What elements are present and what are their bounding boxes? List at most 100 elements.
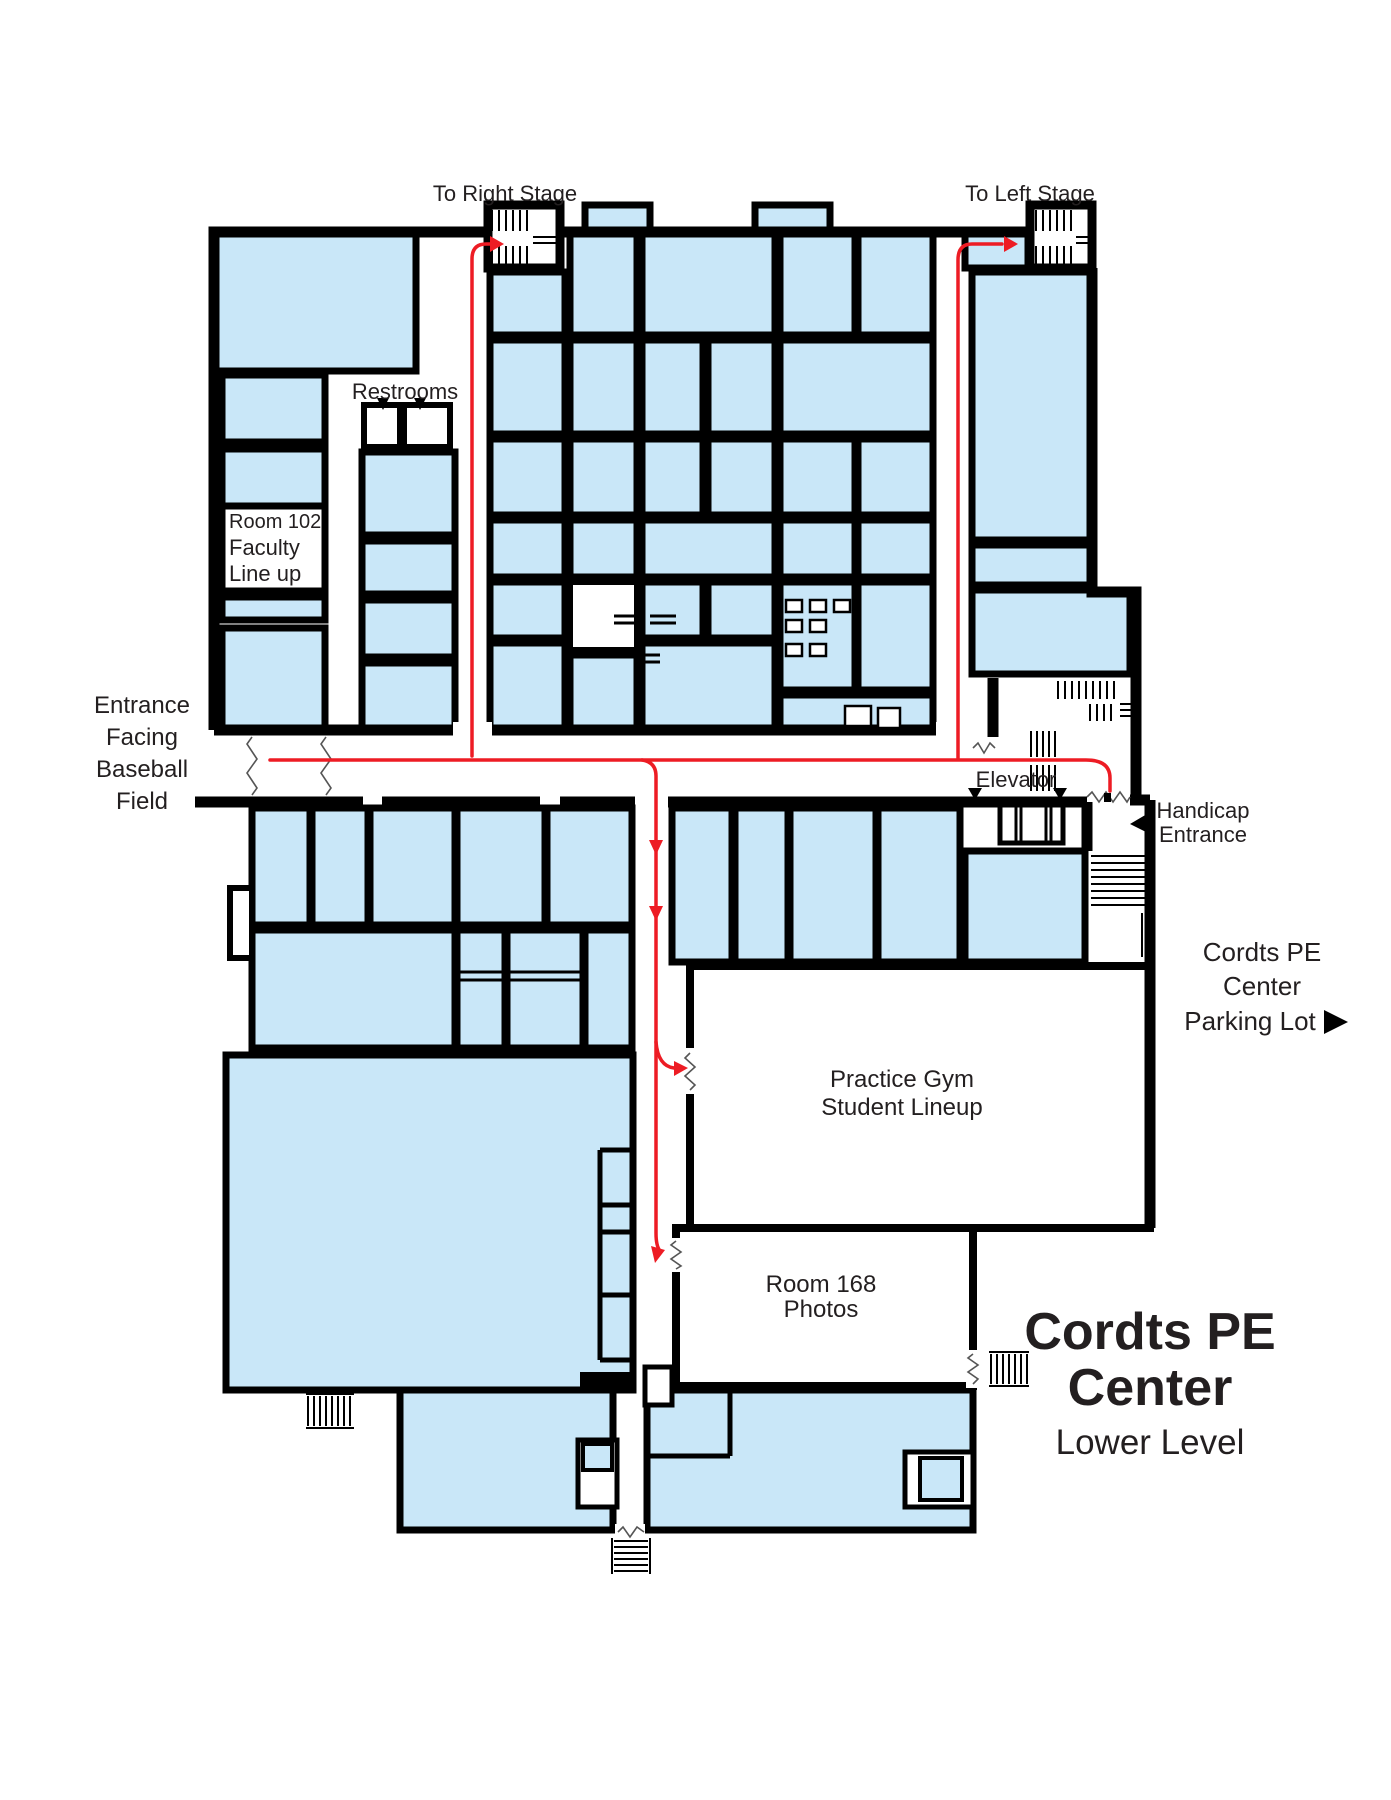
labels-layer: To Right Stage To Left Stage Restrooms R…	[94, 181, 1321, 1462]
room	[566, 651, 641, 734]
room	[358, 448, 459, 539]
route-layer	[268, 242, 1112, 1253]
room	[366, 804, 459, 929]
room	[776, 228, 859, 339]
rooms-layer	[210, 201, 1134, 1534]
room	[638, 228, 779, 339]
furniture	[843, 704, 873, 728]
wall	[208, 226, 1142, 797]
special-rooms-layer	[218, 200, 1154, 1510]
room	[968, 268, 1094, 544]
room	[218, 371, 329, 446]
wall-alcove	[227, 885, 255, 961]
room-168-box	[672, 1224, 977, 1390]
route-arrow-icon	[651, 1246, 665, 1263]
room	[486, 268, 569, 339]
route-arrow-icon	[674, 1061, 688, 1076]
route-line-main	[268, 758, 1112, 793]
stairs-icon	[1035, 210, 1089, 266]
parking-lot-arrow-icon	[1324, 1010, 1348, 1034]
elevator-arrow-icon	[1053, 788, 1067, 800]
label-elevator: Elevator	[976, 767, 1057, 792]
elevator-arrow-icon	[968, 788, 982, 800]
label-to-right-stage: To Right Stage	[433, 181, 577, 206]
page-title-line3: Lower Level	[1056, 1423, 1245, 1462]
room	[218, 624, 329, 734]
wall	[597, 1147, 633, 1363]
stairs-icon	[1089, 704, 1112, 721]
room	[854, 228, 937, 339]
door-zigzag-icon	[617, 1525, 645, 1539]
inner-boxes	[581, 1442, 964, 1502]
room	[503, 926, 587, 1052]
label-entrance-3: Baseball	[96, 756, 188, 783]
room	[358, 596, 459, 661]
label-arrows	[377, 398, 1348, 1034]
furniture	[808, 642, 828, 658]
room	[358, 659, 459, 734]
route-arrow-icon	[1004, 236, 1018, 252]
room	[248, 926, 459, 1052]
stairs-icon	[306, 1393, 354, 1429]
label-room168-1: Room 168	[766, 1271, 877, 1298]
door-zigzag-icon	[972, 741, 996, 755]
doors-layer	[246, 736, 1131, 1539]
room	[776, 578, 859, 694]
elevator-shaft	[997, 802, 1066, 846]
restroom-box	[401, 402, 453, 450]
label-parking-1: Cordts PE	[1203, 937, 1322, 967]
label-parking-3: Parking Lot	[1184, 1006, 1316, 1036]
label-room102-3: Line up	[229, 561, 301, 586]
stairs-icon	[611, 1538, 651, 1574]
label-parking-2: Center	[1223, 971, 1301, 1001]
label-handicap-2: Entrance	[1159, 822, 1247, 847]
furniture-layer	[784, 598, 902, 730]
route-line-gym-spur	[654, 1040, 676, 1070]
label-entrance-2: Facing	[106, 724, 178, 751]
room	[776, 336, 937, 438]
room	[776, 516, 859, 581]
room	[854, 435, 937, 519]
room	[961, 847, 1089, 966]
room	[638, 435, 707, 519]
stairs-icon	[1120, 703, 1134, 717]
room	[581, 926, 636, 1052]
room	[668, 804, 736, 966]
room	[638, 639, 779, 734]
room	[731, 804, 792, 966]
room	[786, 804, 880, 966]
room	[218, 593, 329, 624]
label-practice-gym-1: Practice Gym	[830, 1066, 974, 1093]
furniture	[784, 642, 804, 658]
room	[358, 537, 459, 598]
label-entrance-1: Entrance	[94, 692, 190, 719]
room	[222, 1051, 637, 1394]
room	[486, 639, 569, 734]
handicap-arrow-icon	[1130, 811, 1152, 835]
room	[210, 228, 420, 375]
room	[704, 435, 779, 519]
room	[566, 336, 641, 438]
room	[854, 578, 937, 694]
closet-box	[642, 1364, 675, 1408]
route-arrow-icon	[490, 236, 504, 252]
room	[453, 804, 549, 929]
furniture	[784, 598, 804, 614]
wall	[457, 970, 583, 982]
room	[704, 578, 779, 642]
inner-box	[581, 1442, 614, 1472]
restroom-arrow-icon	[414, 398, 426, 410]
door-zigzag-icon	[246, 736, 258, 796]
wall	[614, 614, 676, 664]
furniture	[808, 618, 828, 634]
door-zigzag-icon	[669, 1240, 683, 1270]
door-zigzag-icon	[320, 736, 332, 796]
wall	[214, 678, 999, 737]
room	[486, 336, 569, 438]
furniture	[832, 598, 852, 614]
label-room102-1: Room 102	[229, 511, 321, 533]
stairs-icon	[1091, 855, 1146, 906]
door-opening	[936, 722, 972, 738]
room	[704, 336, 779, 438]
